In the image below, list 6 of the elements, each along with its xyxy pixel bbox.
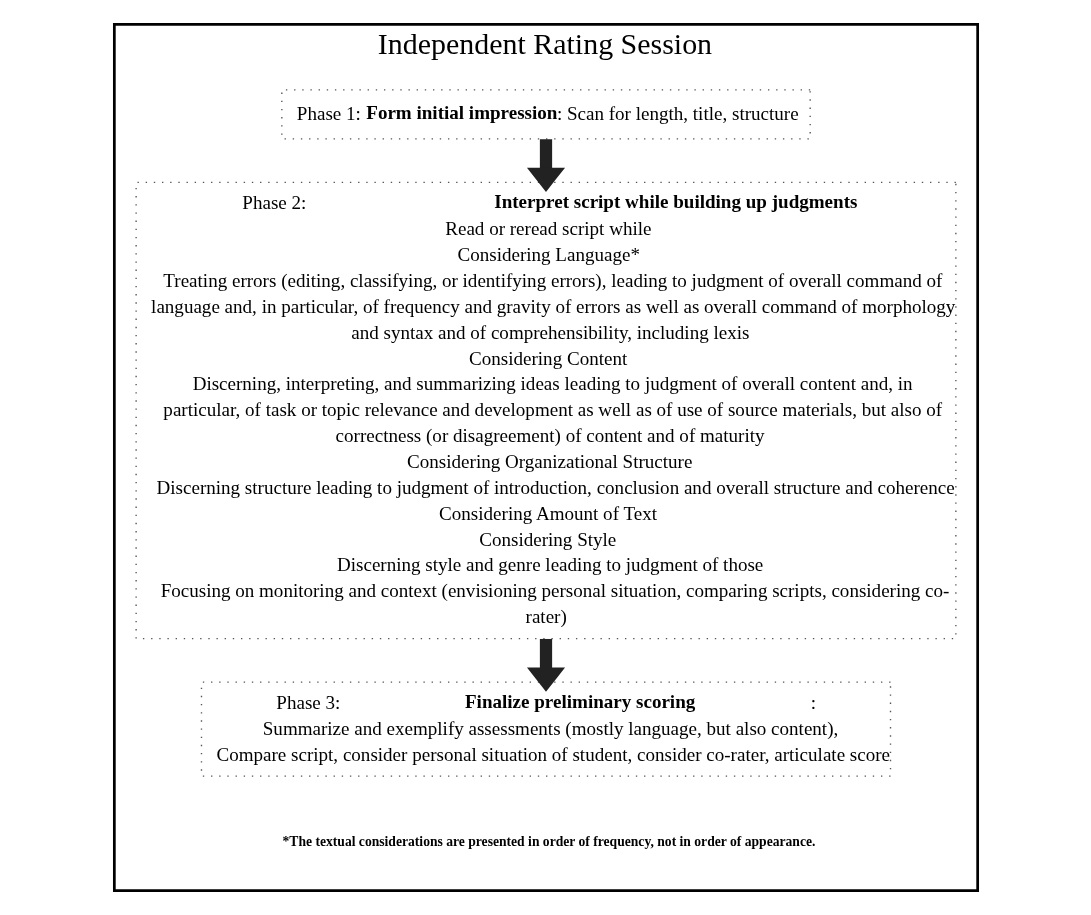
arrow <box>526 638 565 692</box>
node-box: Phase 1: Form initial impression: Scan for length, title, structure <box>280 89 811 140</box>
arrow <box>526 139 565 192</box>
node-box: Phase 3: Finalize preliminary scoring: Summarize and exemplify assessments (mostly language, but also content), Compare script, consider personal situation of student, consider co-rater, articulate score <box>200 681 891 777</box>
label: *The textual considerations are presented in order of frequency, not in order of appearance. <box>282 834 815 850</box>
node-box: Phase 2: Interpret script while building up judgments Read or reread script while Considering Language* Treating errors (editing, classifying, or identifying errors), leading to judgment of overall command of language and, in particular, of frequency and gravity of errors as well as overall command of morphology and syntax and of comprehensibility, including lexis Considering Content Discerning, interpreting, and summarizing ideas leading to judgment of overall content and, in particular, of task or topic relevance and development as well as of use of source materials, but also of correctness (or disagreement) of content and of maturity Considering Organizational Structure Discerning structure leading to judgment of introduction, conclusion and overall structure and coherence Considering Amount of Text Considering Style Discerning style and genre leading to judgment of those Focusing on monitoring and context (envisioning personal situation, comparing scripts, considering co-rater) <box>134 181 957 640</box>
